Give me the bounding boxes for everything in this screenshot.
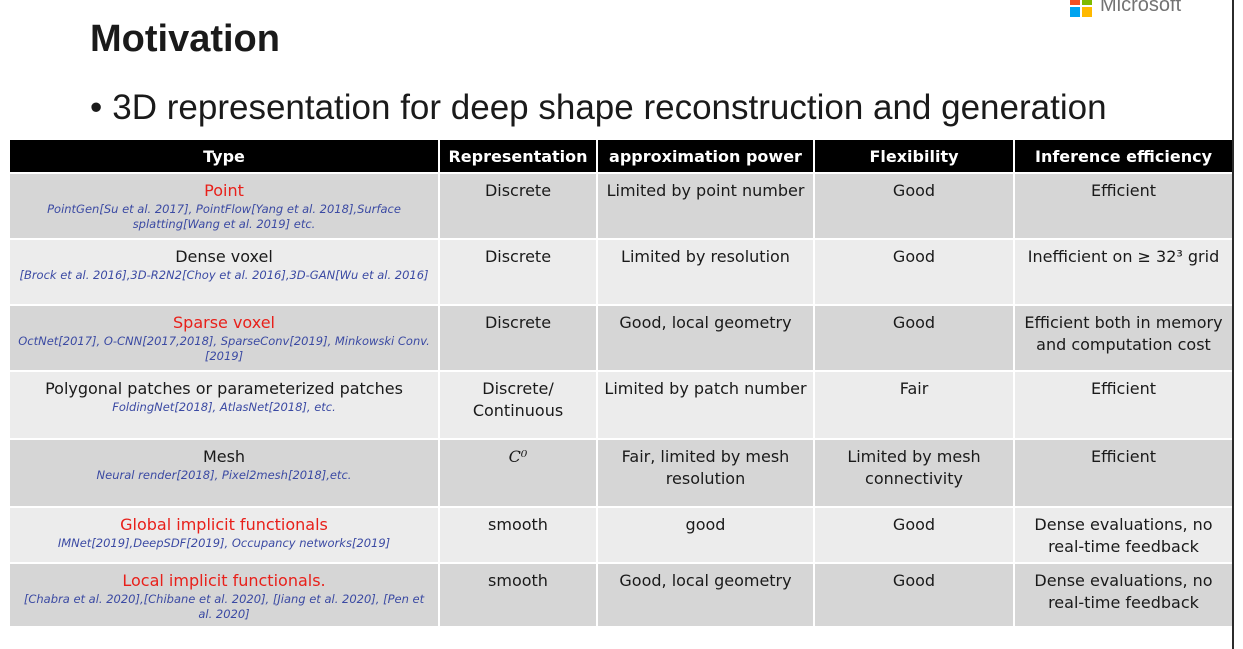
representation-cell: Discrete/ Continuous (439, 370, 598, 439)
type-name: Mesh (202, 447, 246, 466)
representation-cell: smooth (439, 506, 598, 563)
representation-cell: C⁰ (439, 438, 598, 507)
type-name: Sparse voxel (173, 313, 275, 332)
efficiency-cell: Dense evaluations, no real-time feedback (1014, 506, 1232, 563)
table-row: Dense voxel [Brock et al. 2016],3D-R2N2[C… (10, 238, 1232, 305)
type-references: OctNet[2017], O-CNN[2017,2018], SparseCo… (18, 334, 430, 363)
type-name: Dense voxel (175, 247, 273, 266)
logo-text: Microsoft (1100, 0, 1182, 16)
column-header: Inference efficiency (1014, 140, 1232, 173)
representation-table: Type Representation approximation power … (10, 140, 1232, 626)
table-row: Polygonal patches or parameterized patch… (10, 370, 1232, 439)
flexibility-cell: Good (814, 506, 1015, 563)
flexibility-cell: Fair (814, 370, 1015, 439)
approximation-cell: Limited by point number (597, 172, 815, 239)
representation-cell: Discrete (439, 304, 598, 371)
approximation-cell: Limited by patch number (597, 370, 815, 439)
flexibility-cell: Limited by mesh connectivity (814, 438, 1015, 507)
column-header: approximation power (597, 140, 815, 173)
table-row: Local implicit functionals. [Chabra et al… (10, 562, 1232, 626)
representation-cell: Discrete (439, 172, 598, 239)
bullet-text: 3D representation for deep shape reconst… (112, 88, 1107, 127)
column-header: Type (10, 140, 440, 173)
type-name: Polygonal patches or parameterized patch… (45, 379, 403, 398)
type-references: FoldingNet[2018], AtlasNet[2018], etc. (112, 400, 336, 414)
microsoft-logo-icon (1070, 0, 1092, 17)
efficiency-cell: Efficient (1014, 172, 1232, 239)
type-references: IMNet[2019],DeepSDF[2019], Occupancy net… (57, 536, 391, 550)
column-header: Representation (439, 140, 598, 173)
representation-cell: Discrete (439, 238, 598, 305)
right-edge-line (1232, 0, 1234, 649)
approximation-cell: Fair, limited by mesh resolution (597, 438, 815, 507)
efficiency-cell: Dense evaluations, no real-time feedback (1014, 562, 1232, 626)
efficiency-cell: Inefficient on ≥ 32³ grid (1014, 238, 1232, 305)
type-name: Global implicit functionals (120, 515, 328, 534)
efficiency-cell: Efficient (1014, 370, 1232, 439)
type-name: Local implicit functionals. (122, 571, 326, 590)
microsoft-logo: Microsoft (1070, 0, 1181, 17)
representation-cell: smooth (439, 562, 598, 626)
type-references: [Chabra et al. 2020],[Chibane et al. 202… (23, 592, 425, 621)
bullet-point: •3D representation for deep shape recons… (90, 88, 1107, 128)
approximation-cell: Good, local geometry (597, 562, 815, 626)
efficiency-cell: Efficient both in memory and computation… (1014, 304, 1232, 371)
type-references: Neural render[2018], Pixel2mesh[2018],et… (96, 468, 352, 482)
type-cell: Local implicit functionals. [Chabra et al… (10, 562, 440, 626)
efficiency-cell: Efficient (1014, 438, 1232, 507)
approximation-cell: good (597, 506, 815, 563)
flexibility-cell: Good (814, 304, 1015, 371)
type-references: PointGen[Su et al. 2017], PointFlow[Yang… (47, 202, 401, 231)
column-header: Flexibility (814, 140, 1015, 173)
flexibility-cell: Good (814, 172, 1015, 239)
table-header-row: Type Representation approximation power … (10, 140, 1232, 173)
approximation-cell: Limited by resolution (597, 238, 815, 305)
bullet-marker: • (90, 88, 103, 127)
slide-title: Motivation (90, 18, 280, 60)
flexibility-cell: Good (814, 238, 1015, 305)
type-cell: Polygonal patches or parameterized patch… (10, 370, 440, 439)
type-name: Point (204, 181, 244, 200)
approximation-cell: Good, local geometry (597, 304, 815, 371)
type-cell: Dense voxel [Brock et al. 2016],3D-R2N2[C… (10, 238, 440, 305)
type-references: [Brock et al. 2016],3D-R2N2[Choy et al. … (19, 268, 429, 282)
flexibility-cell: Good (814, 562, 1015, 626)
